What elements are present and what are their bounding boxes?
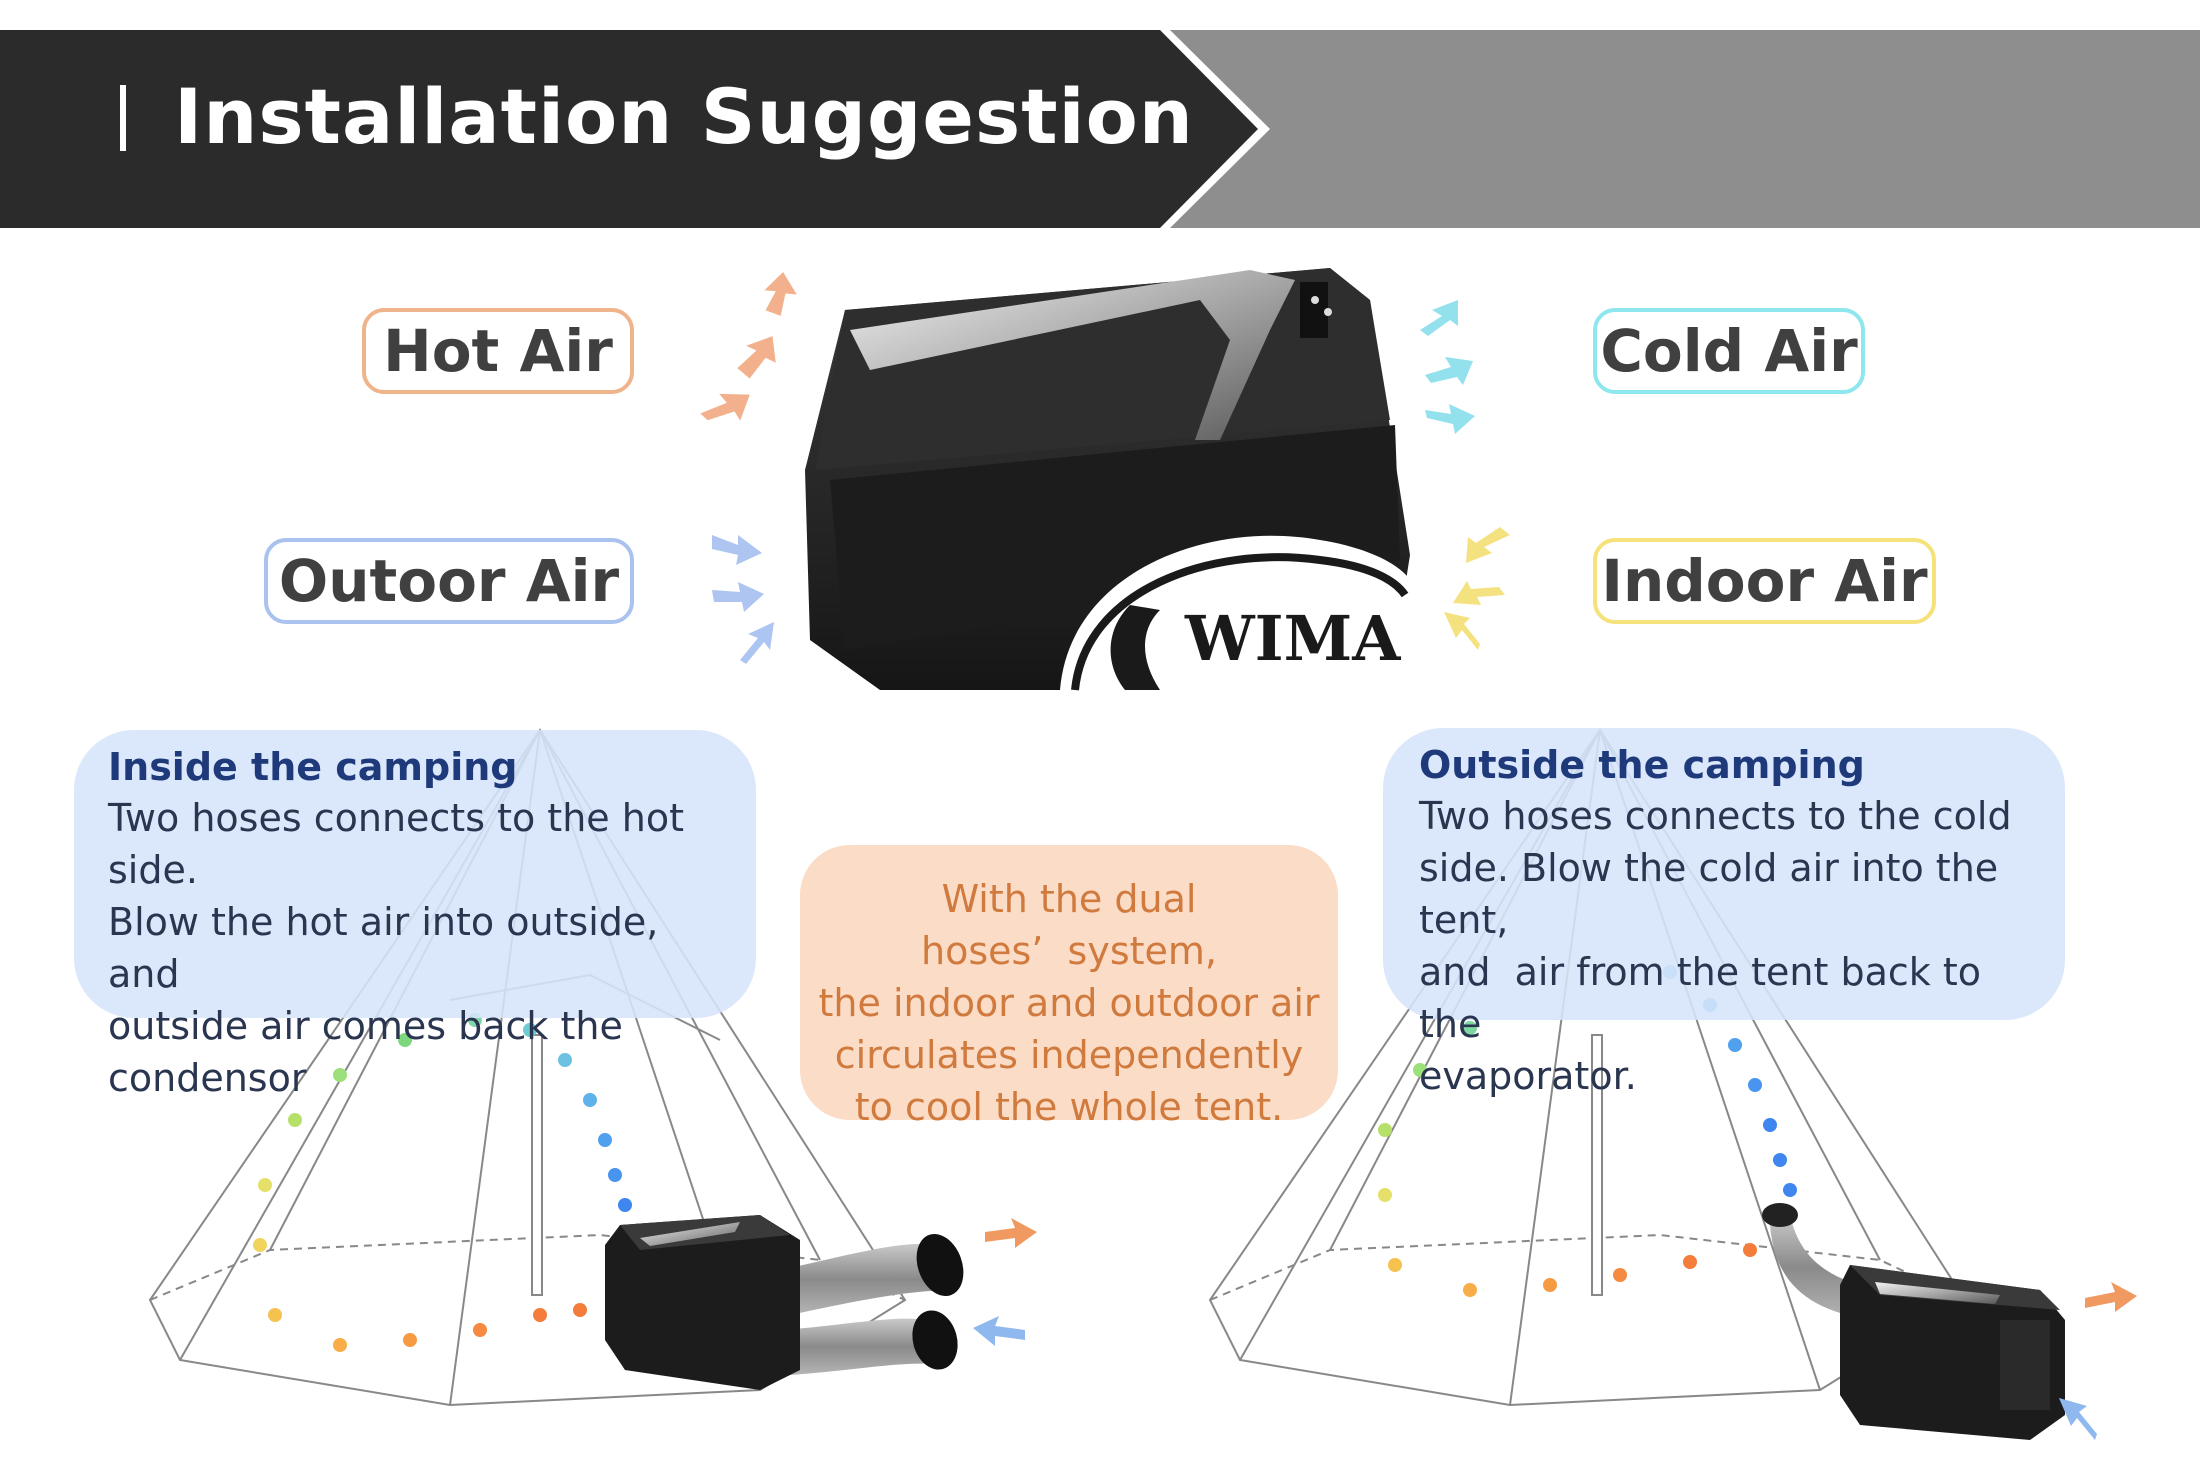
dual-hose-note-line-4: to cool the whole tent. bbox=[854, 1085, 1284, 1129]
inside-camping-title: Inside the camping bbox=[108, 745, 518, 789]
air-particles-left-icon bbox=[253, 1013, 632, 1352]
inside-camping-line-1: Two hoses connects to the hot side. bbox=[108, 796, 684, 892]
outside-camping-line-4: evaporator. bbox=[1419, 1054, 1637, 1098]
inside-camping-line-2: Blow the hot air into outside, and bbox=[108, 900, 659, 996]
outside-camping-line-2: side. Blow the cold air into the tent, bbox=[1419, 846, 1999, 942]
hot-air-label: Hot Air bbox=[362, 308, 634, 394]
hot-air-out-arrow-icon bbox=[985, 1218, 1037, 1248]
indoor-air-label-text: Indoor Air bbox=[1601, 547, 1928, 615]
page-title-text: Installation Suggestion bbox=[174, 72, 1194, 161]
indoor-air-label: Indoor Air bbox=[1593, 538, 1936, 624]
page-title: Installation Suggestion bbox=[120, 72, 1194, 161]
dual-hose-note-line-2: the indoor and outdoor air bbox=[818, 981, 1320, 1025]
outside-camping-line-3: and air from the tent back to the bbox=[1419, 950, 1982, 1046]
hot-air-out-arrow-right-icon bbox=[2085, 1282, 2137, 1312]
dual-hose-note-line-1: With the dual hoses’ system, bbox=[920, 877, 1217, 973]
dual-hose-note-line-3: circulates independently bbox=[834, 1033, 1304, 1077]
outdoor-air-arrows-icon bbox=[712, 535, 774, 664]
outside-camping-box: Outside the camping Two hoses connects t… bbox=[1383, 728, 2065, 1098]
outdoor-air-in-arrow-icon bbox=[973, 1316, 1025, 1346]
outdoor-air-in-arrow-right-icon bbox=[2059, 1398, 2097, 1440]
header-banner bbox=[0, 0, 2200, 240]
outdoor-air-label: Outoor Air bbox=[264, 538, 634, 624]
ac-unit-left-with-hoses bbox=[605, 1215, 964, 1390]
inside-camping-line-4: condensor bbox=[108, 1056, 307, 1100]
air-conditioner-unit bbox=[805, 268, 1410, 691]
title-accent-bar bbox=[120, 85, 126, 151]
hot-air-label-text: Hot Air bbox=[383, 317, 613, 385]
outside-camping-line-1: Two hoses connects to the cold bbox=[1419, 794, 2012, 838]
dual-hose-note-box: With the dual hoses’ system, the indoor … bbox=[800, 845, 1338, 1129]
cold-air-arrows-icon bbox=[1420, 300, 1475, 434]
hot-air-arrows-icon bbox=[700, 272, 797, 421]
inside-camping-line-3: outside air comes back the bbox=[108, 1004, 623, 1048]
cold-air-label: Cold Air bbox=[1593, 308, 1865, 394]
brand-logo-text: WIMA bbox=[1184, 602, 1401, 675]
cold-air-label-text: Cold Air bbox=[1600, 317, 1858, 385]
indoor-air-arrows-icon bbox=[1444, 527, 1510, 650]
ac-unit-right-with-hose bbox=[1762, 1203, 2065, 1440]
outdoor-air-label-text: Outoor Air bbox=[278, 547, 620, 615]
inside-camping-box: Inside the camping Two hoses connects to… bbox=[74, 730, 756, 1100]
outside-camping-title: Outside the camping bbox=[1419, 743, 1865, 787]
